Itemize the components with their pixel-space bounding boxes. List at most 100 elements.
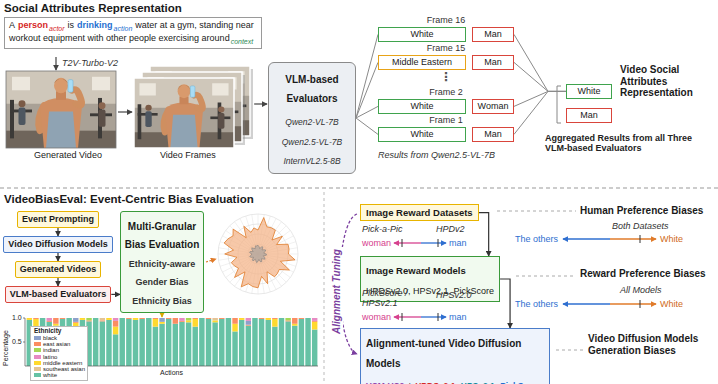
frame-arrow [254, 103, 267, 104]
bias-scale [394, 316, 421, 317]
bar [120, 318, 125, 366]
text-line: White [379, 29, 465, 40]
text-line: Image Reward Models [366, 259, 494, 279]
merge-line [514, 62, 566, 91]
bar-segment [153, 327, 158, 366]
scale-note: All Models [620, 285, 662, 295]
text-line: VLM-based Evaluators [10, 289, 107, 300]
bar [266, 318, 271, 366]
bar-segment [252, 318, 257, 366]
text-line: Ethnicity-aware Gender Bias [124, 253, 200, 290]
bar [252, 318, 257, 366]
text-line: Man [473, 29, 513, 40]
scale-end: woman [362, 312, 391, 322]
bar-segment [60, 318, 65, 320]
flow-arrow [57, 228, 58, 236]
pipeline-box: VLM-based Evaluators [5, 286, 112, 303]
bar-segment [285, 318, 290, 320]
attribute-box: Man [566, 108, 612, 123]
bar-segment [259, 318, 264, 320]
bar-segment [312, 318, 317, 321]
text-line: Alignment-tuned Video Diffusion Models [366, 332, 544, 372]
radar-chart [218, 214, 298, 294]
bar-segment [153, 319, 158, 327]
bar-segment [146, 318, 151, 366]
bar-segment [193, 319, 198, 327]
bias-scale [563, 303, 610, 304]
node-text: person [18, 20, 48, 30]
tick-label: 0.5 [12, 338, 22, 346]
legend-text: southeast asian [43, 366, 85, 372]
bar-segment [159, 324, 164, 366]
legend-entry: southeast asian [34, 366, 85, 372]
output-title: Video Social Attributes Representation [620, 64, 712, 99]
bar-segment [259, 319, 264, 366]
bar [226, 318, 231, 366]
bar [133, 318, 138, 366]
bar-segment [232, 331, 237, 366]
bar-segment [193, 318, 198, 320]
node-text: HPSv2.1, [461, 381, 497, 384]
bar [285, 318, 290, 366]
axis-tick [23, 342, 25, 343]
bias-heading: Human Preference Biases [580, 205, 703, 217]
attribute-box: White [378, 127, 466, 142]
legend-text: latino [43, 354, 57, 360]
legend-title: Ethnicity [34, 327, 61, 334]
text-line: Apersonactorisdrinkingactionwater at a g… [9, 20, 257, 46]
legend-text: black [43, 335, 57, 341]
bar-segment [27, 318, 32, 320]
scale-end: White [660, 234, 683, 244]
dataset-name: Pick-a-Pic [362, 224, 403, 234]
bar-segment [232, 318, 237, 324]
bar-segment [186, 320, 191, 322]
node-text: Man [484, 57, 502, 67]
node-text: Image Reward Models [366, 265, 466, 276]
text-line: Man [567, 110, 611, 121]
frame-label: Frame 15 [378, 43, 514, 53]
bar-segment [139, 319, 144, 366]
bias-scale [421, 316, 446, 317]
radar-area [250, 245, 267, 262]
bar-segment [226, 318, 231, 366]
text-line: Qwen2.5-VL-7B [272, 130, 352, 149]
bar-segment [133, 318, 138, 320]
guide-line [516, 276, 576, 277]
bar-segment [212, 322, 217, 366]
bar [206, 318, 211, 366]
legend-swatch [34, 373, 41, 377]
text-line: Generated Videos [20, 264, 96, 275]
bar [93, 318, 98, 366]
section-title: VideoBiasEval: Event-Centric Bias Evalua… [4, 193, 254, 206]
bar-segment [285, 321, 290, 366]
node-text: HPDSv2.1, [415, 381, 458, 384]
node-text: Qwen2-VL-7B [285, 117, 338, 127]
bar-segment [113, 321, 118, 327]
scale-end: The others [515, 299, 558, 309]
bar-segment [113, 327, 118, 335]
fan-line [356, 106, 378, 118]
bar-segment [272, 319, 277, 327]
node-text: White [577, 86, 600, 96]
pipeline-box: Generated Videos [15, 261, 101, 278]
bar-segment [232, 324, 237, 332]
flow-arrow [500, 279, 510, 328]
bar-segment [239, 318, 244, 320]
frame-border [134, 78, 234, 148]
flow-arrow [479, 213, 489, 256]
caption: Results from Qwen2.5-VL-7B [378, 150, 495, 160]
scale-tick [640, 300, 641, 308]
bar-segment [153, 318, 158, 320]
bar-segment [186, 318, 191, 320]
model-name: PickScore / HPSv2.1 [362, 288, 422, 309]
bar-segment [305, 318, 310, 366]
bar-segment [166, 319, 171, 366]
legend-swatch [34, 367, 41, 371]
model-name: T2V-Turbo-V2 [62, 58, 118, 68]
text-line: Man [473, 57, 513, 68]
bar [106, 318, 111, 366]
bar-segment [106, 318, 111, 320]
axis-tick [23, 318, 25, 319]
legend-text: east asian [43, 341, 70, 347]
